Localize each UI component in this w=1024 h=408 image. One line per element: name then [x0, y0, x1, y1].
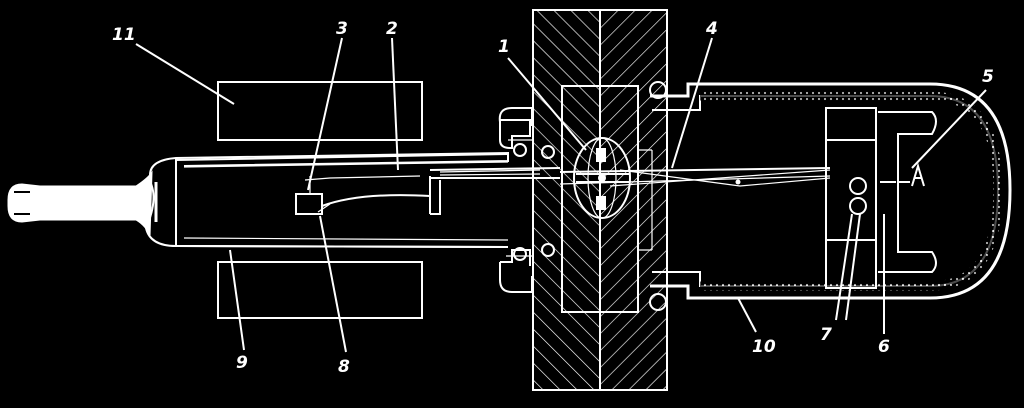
- magnet-upper-block: [217, 81, 423, 141]
- callout-7: 7: [820, 325, 832, 345]
- magnet-lower-block: [217, 261, 423, 319]
- inner-tube: [144, 151, 509, 248]
- internal-rod: [559, 167, 831, 187]
- callout-6: 6: [878, 337, 890, 357]
- callout-8: 8: [338, 357, 350, 377]
- detector-a: [898, 162, 925, 187]
- shutter-disc: [573, 137, 631, 219]
- wall-block: [532, 9, 668, 391]
- vacuum-vessel: [638, 81, 1012, 311]
- callout-2: 2: [386, 19, 398, 39]
- callout-3: 3: [336, 19, 348, 39]
- hose-connector: [7, 170, 158, 237]
- callout-9: 9: [236, 353, 248, 373]
- callout-10: 10: [752, 337, 776, 357]
- left-flange: [498, 107, 555, 293]
- callout-11: 11: [112, 25, 136, 45]
- target-holder: [825, 107, 937, 289]
- sample-holder: [295, 175, 431, 215]
- callout-4: 4: [705, 19, 718, 39]
- inner-stem: [429, 167, 561, 215]
- callout-1: 1: [498, 37, 510, 57]
- leader-lines: [135, 37, 987, 353]
- callout-labels: 1 2 3 4 5 6 7 8 9 10 11: [112, 19, 994, 377]
- callout-5: 5: [982, 67, 994, 87]
